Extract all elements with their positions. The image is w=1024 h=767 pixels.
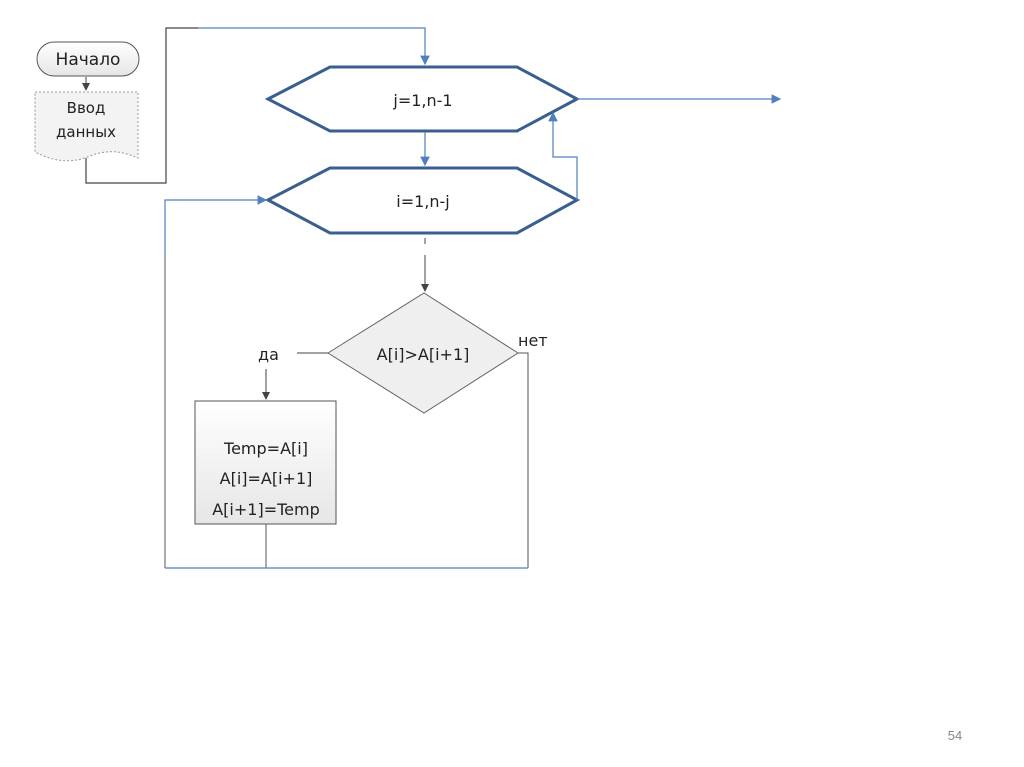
start-label: Начало [56, 50, 121, 70]
condition-label: A[i]>A[i+1] [377, 345, 470, 364]
process-line-2: A[i]=A[i+1] [220, 469, 313, 488]
swap-process-box: Temp=A[i] A[i]=A[i+1] A[i+1]=Temp [194, 400, 337, 525]
input-label-line1: Ввод [67, 99, 106, 117]
arrow-loop-back [164, 195, 268, 255]
inner-loop-hexagon: i=1,n-j [264, 166, 581, 235]
input-document: Ввод данных [34, 91, 139, 162]
arrow-inner-to-outer [548, 111, 578, 200]
inner-loop-label: i=1,n-j [396, 192, 449, 211]
condition-diamond: A[i]>A[i+1] [327, 292, 519, 414]
outer-loop-label: j=1,n-1 [392, 91, 452, 110]
page-number: 54 [948, 728, 962, 743]
arrow-to-outer-loop [198, 27, 430, 66]
input-label-line2: данных [56, 123, 116, 141]
start-terminator: Начало [36, 41, 140, 77]
outer-loop-hexagon: j=1,n-1 [264, 65, 581, 133]
yes-label: да [258, 345, 279, 364]
no-branch-line [518, 352, 529, 568]
connector-input [85, 27, 198, 184]
no-label: нет [518, 331, 548, 350]
process-line-3: A[i+1]=Temp [212, 500, 320, 519]
process-line-1: Temp=A[i] [223, 439, 308, 458]
